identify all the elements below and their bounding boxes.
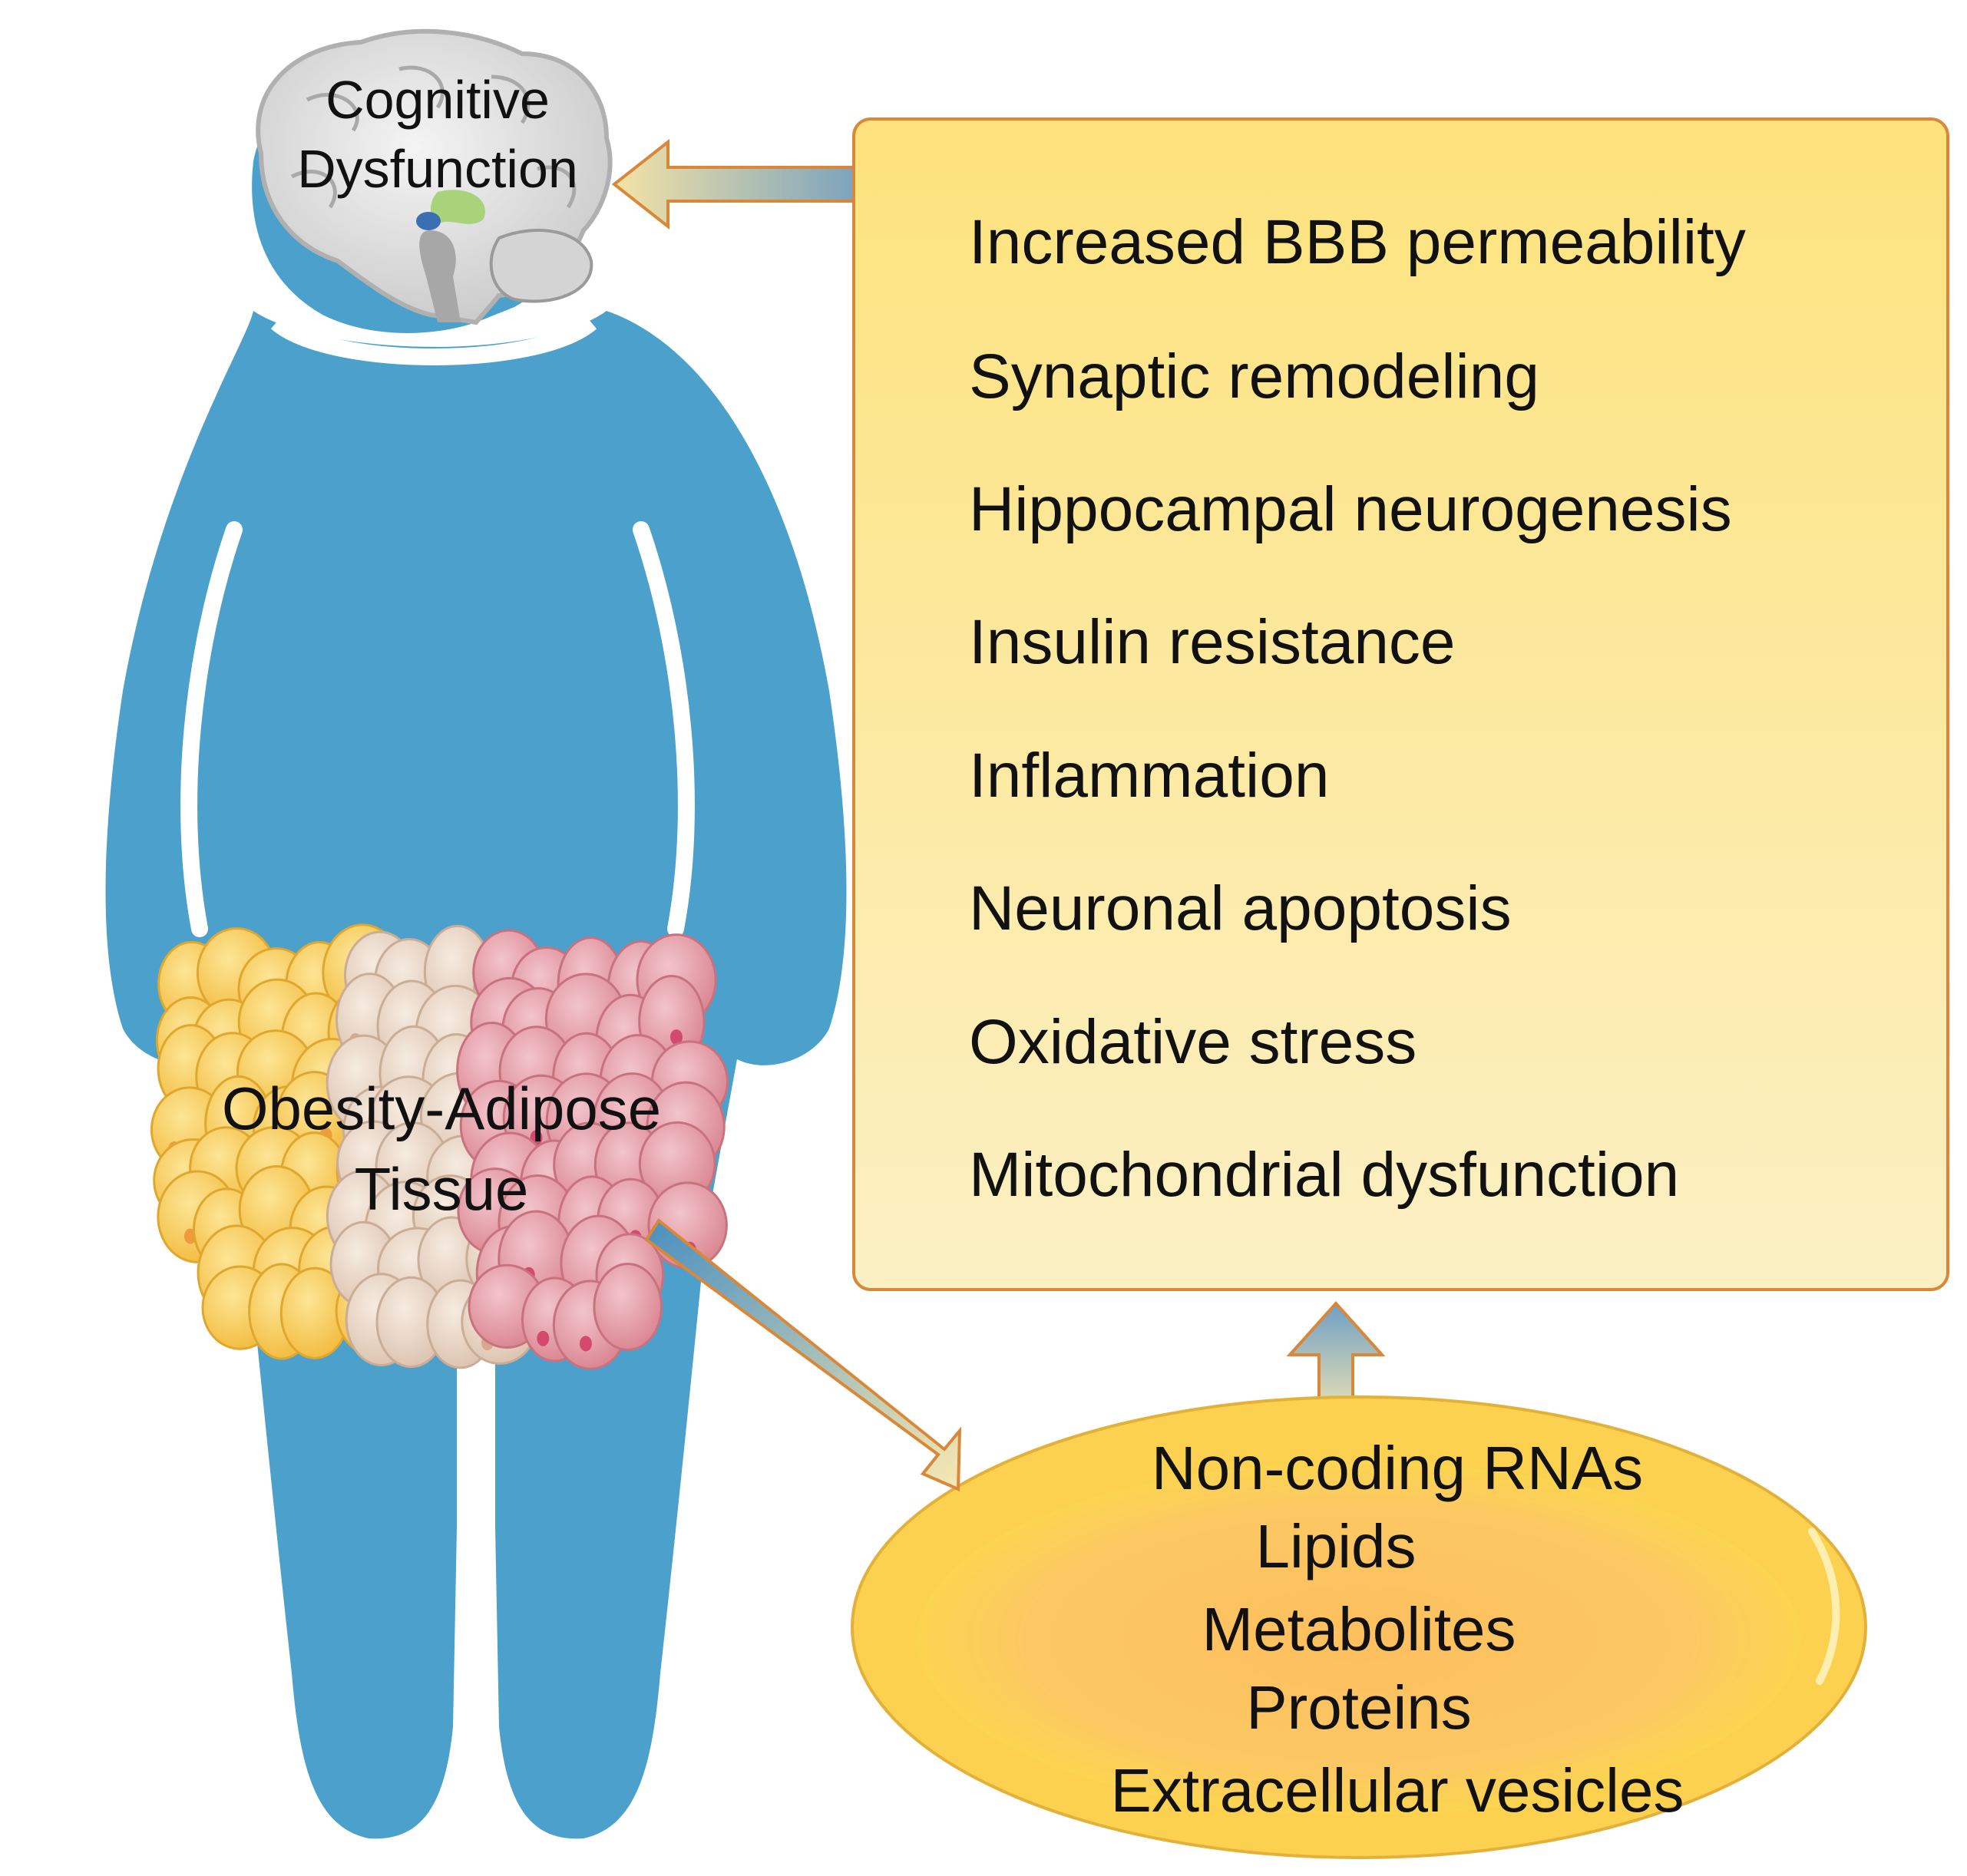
arrow-left-icon	[611, 138, 855, 230]
secreted-factor-item: Metabolites	[1202, 1595, 1516, 1663]
adipose-cells-icon	[150, 923, 729, 1370]
secreted-factor-item: Proteins	[1246, 1673, 1472, 1742]
mechanism-item: Mitochondrial dysfunction	[969, 1140, 1680, 1210]
mechanism-item: Increased BBB permeability	[969, 207, 1746, 277]
secreted-factors-ellipse	[851, 1395, 1867, 1859]
mechanism-item: Inflammation	[969, 741, 1330, 811]
secreted-factor-item: Lipids	[1255, 1512, 1417, 1580]
mechanism-item: Neuronal apoptosis	[969, 874, 1512, 943]
fat-cell-nucleus	[579, 1336, 592, 1352]
fat-cell-nucleus	[669, 1029, 683, 1045]
mechanism-item: Insulin resistance	[969, 607, 1456, 677]
mechanism-item: Synaptic remodeling	[969, 342, 1539, 411]
adipose-label-line-1: Obesity-Adipose	[221, 1075, 662, 1142]
fat-cell-nucleus	[537, 1330, 550, 1346]
mechanism-item: Hippocampal neurogenesis	[969, 474, 1732, 544]
brain-label-line-1: Cognitive	[326, 70, 550, 130]
secreted-factor-item: Extracellular vesicles	[1110, 1756, 1684, 1825]
mechanisms-box	[852, 117, 1949, 1291]
fat-cell	[593, 1263, 663, 1352]
adipose-label-line-2: Tissue	[354, 1155, 529, 1223]
brain-label-line-2: Dysfunction	[297, 139, 578, 199]
mechanism-item: Oxidative stress	[969, 1007, 1417, 1077]
secreted-factor-item: Non-coding RNAs	[1151, 1434, 1644, 1502]
arrow-down-right-icon	[644, 1218, 962, 1492]
brain-icon	[256, 28, 613, 325]
